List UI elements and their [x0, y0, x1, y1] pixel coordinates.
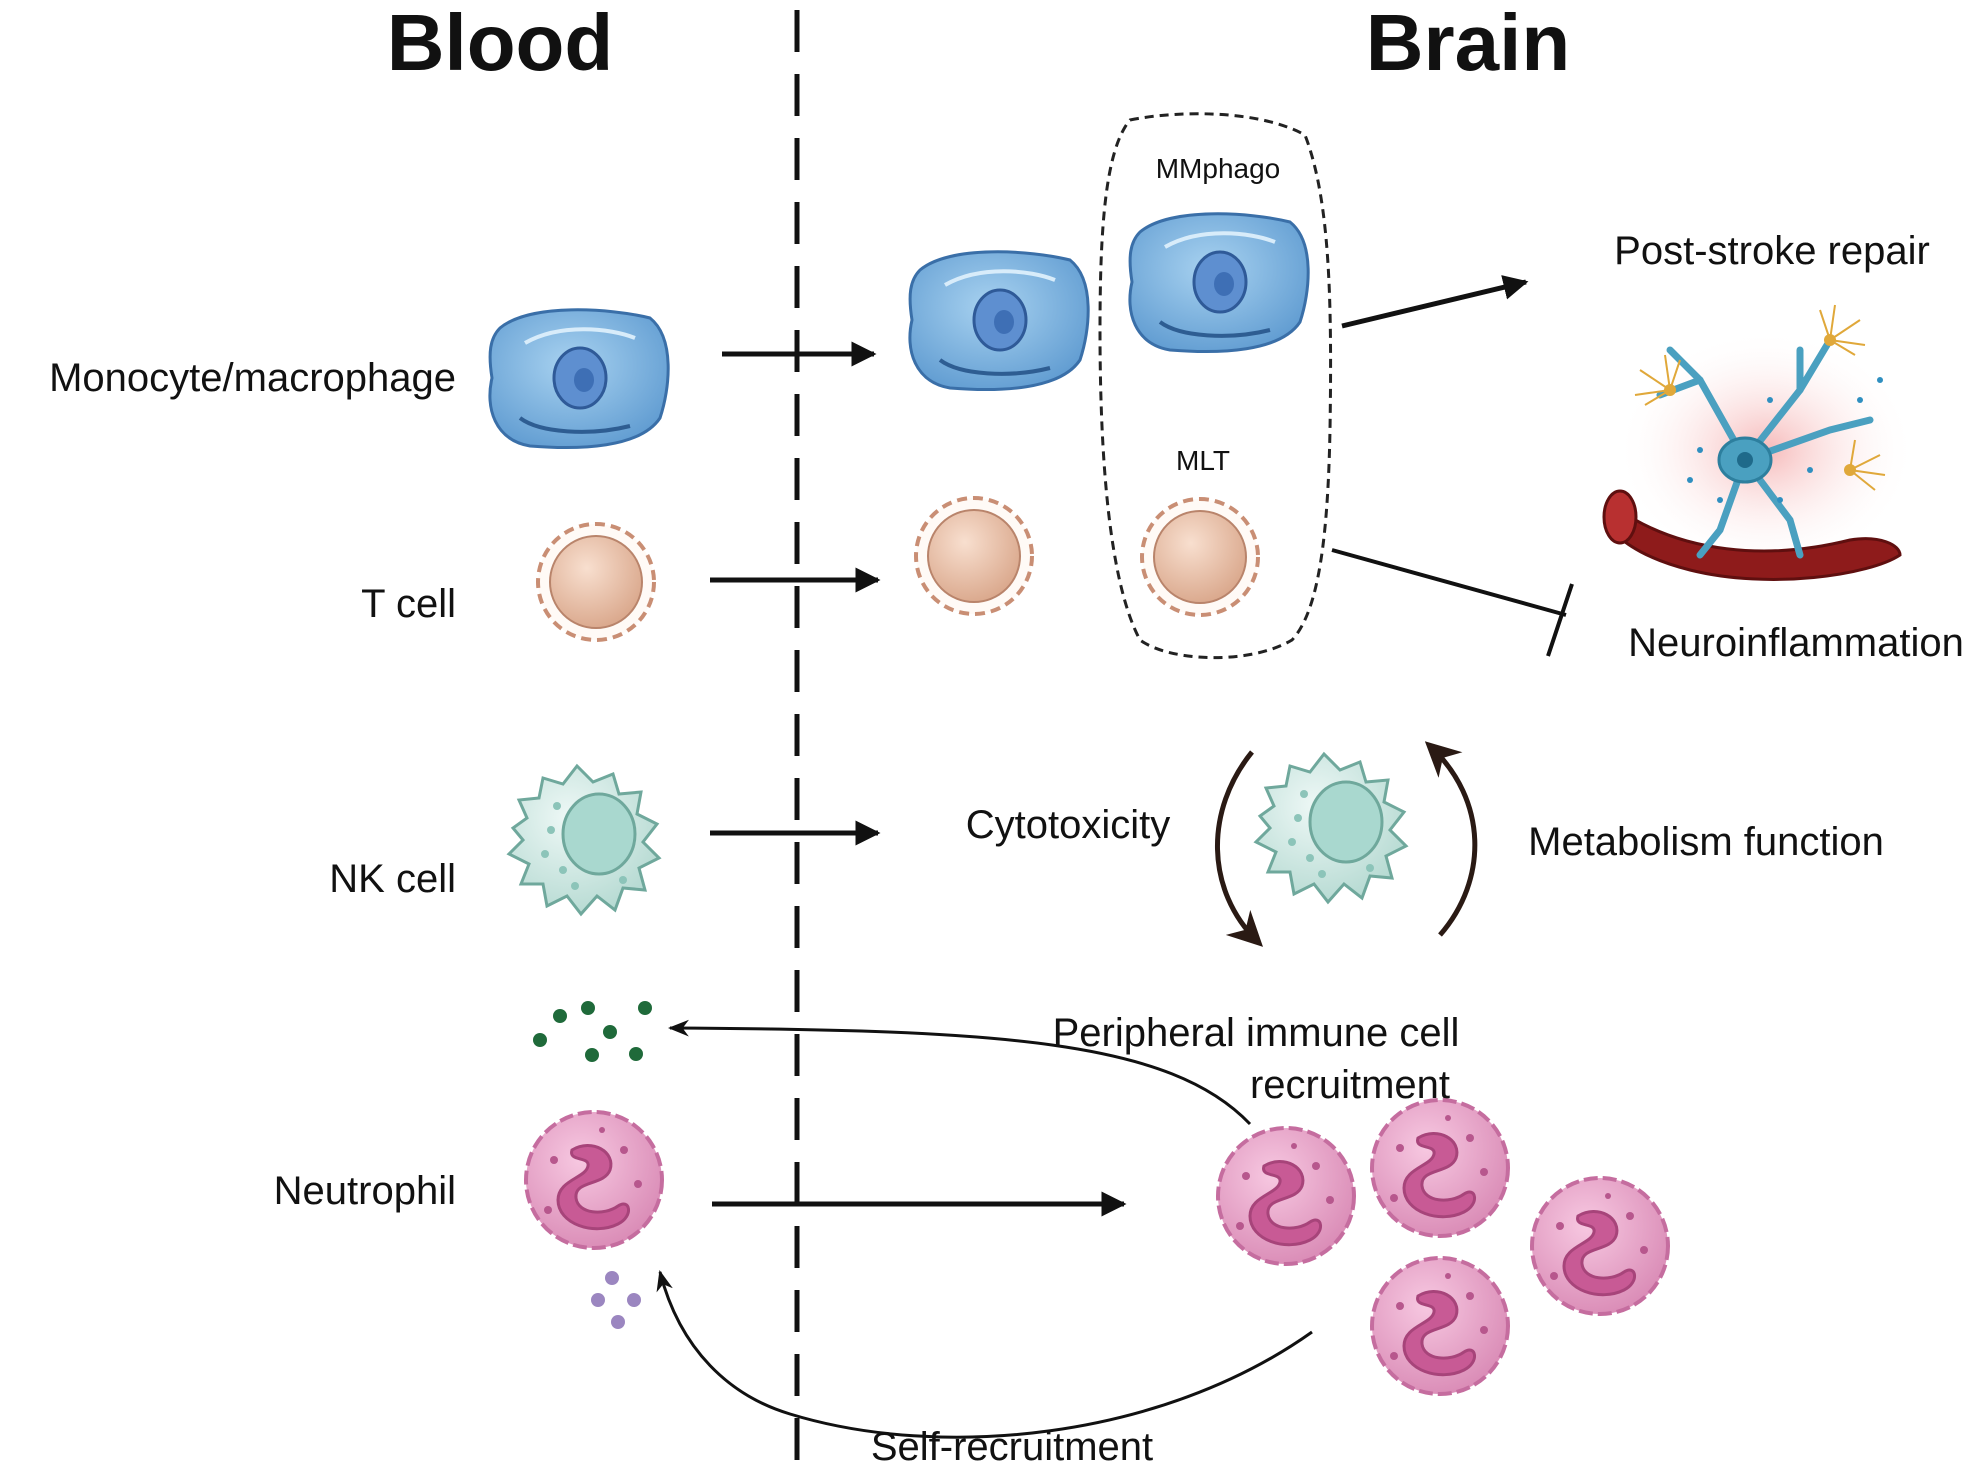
peripheral-recruitment-arrow — [667, 1019, 1252, 1126]
blood-title: Blood — [387, 0, 614, 87]
brain-nkcell-icon — [1254, 752, 1408, 904]
inhibition-line — [1331, 548, 1567, 617]
purple-chemokine-dots — [591, 1271, 641, 1329]
mlt-label: MLT — [1176, 445, 1230, 476]
self-recruitment-arrow — [656, 1269, 1313, 1439]
neuroinflammation-label: Neuroinflammation — [1628, 621, 1964, 665]
repair-label: Post-stroke repair — [1614, 229, 1930, 273]
neutrophil-cell-icon — [524, 1110, 664, 1250]
tcell-label: T cell — [361, 582, 456, 626]
green-chemokine-dots — [533, 1001, 652, 1062]
tcell-cell-icon — [536, 522, 656, 642]
inhibition-bar — [1546, 583, 1574, 657]
cytotoxicity-label: Cytotoxicity — [966, 803, 1171, 847]
metabolism-label: Metabolism function — [1528, 820, 1884, 864]
brain-monocyte-icon — [907, 249, 1091, 392]
monocyte-cell-icon — [487, 307, 671, 450]
monocyte-label: Monocyte/macrophage — [49, 356, 456, 400]
brain-neutrophil-icon-4 — [1370, 1256, 1510, 1396]
peripheral-recruitment-label-line2: recruitment — [1250, 1063, 1450, 1107]
mmphago-mlt-enclosure — [1098, 112, 1333, 660]
repair-arrow — [1341, 275, 1529, 329]
brain-neutrophil-icon-3 — [1530, 1176, 1670, 1316]
brain-title: Brain — [1366, 0, 1571, 87]
metabolism-cycle-arrow — [1424, 741, 1478, 937]
nkcell-cell-icon — [507, 764, 661, 916]
nkcell-label: NK cell — [329, 857, 456, 901]
brain-neutrophil-icon-2 — [1370, 1098, 1510, 1238]
peripheral-recruitment-label-line1: Peripheral immune cell — [1053, 1011, 1460, 1055]
cytotoxicity-cycle-arrow — [1215, 750, 1263, 947]
brain-neutrophil-icon-1 — [1216, 1126, 1356, 1266]
mlt-cell-icon — [1140, 497, 1260, 617]
self-recruitment-label: Self-recruitment — [871, 1425, 1153, 1469]
brain-tcell-icon — [914, 496, 1034, 616]
mmphago-cell-icon — [1127, 211, 1311, 354]
neutrophil-label: Neutrophil — [274, 1169, 456, 1213]
mmphago-label: MMphago — [1156, 153, 1281, 184]
neuron-vessel-illustration — [1602, 304, 1916, 581]
